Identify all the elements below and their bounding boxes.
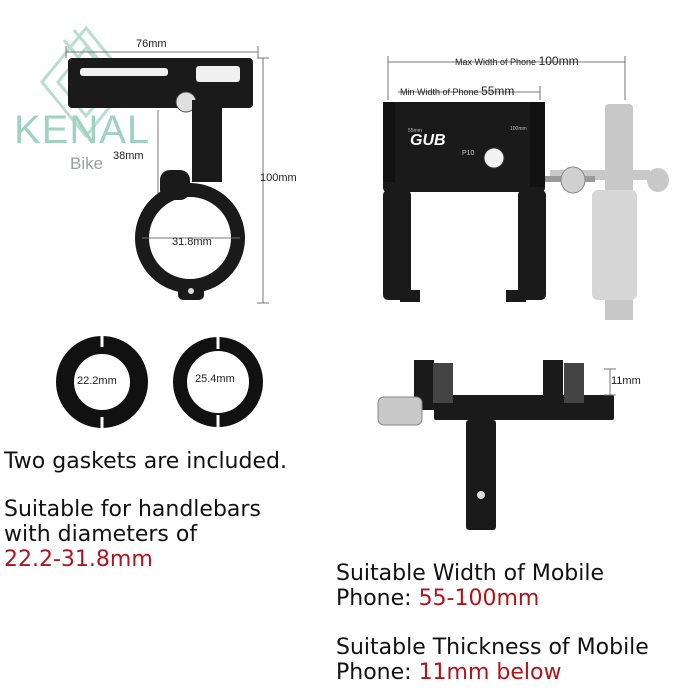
logo-name: KENAL	[14, 108, 151, 152]
dim-height: 100mm	[260, 172, 297, 184]
mark-right: 100mm	[510, 126, 527, 132]
gasket-large-label: 25.4mm	[195, 373, 235, 385]
handlebar-text-2: with diameters of	[4, 522, 198, 547]
dim-stem: 38mm	[113, 150, 144, 162]
dim-clamp: 31.8mm	[172, 236, 212, 248]
width-text-2: Phone: 55-100mm	[336, 586, 539, 612]
logo-sub: Bike	[70, 154, 104, 173]
model-mark: P10	[462, 150, 475, 157]
thick-text-prefix: Phone:	[336, 660, 419, 685]
max-width-text: Max Width of Phone	[455, 57, 537, 67]
brand-mark: GUB	[410, 132, 446, 149]
mark-left: 55mm	[408, 128, 422, 134]
dim-width: 76mm	[136, 38, 167, 50]
thick-range: 11mm below	[418, 660, 562, 685]
phone-holder-diagram: Max Width of Phone 100mm Min Width of Ph…	[370, 40, 690, 320]
handlebar-range: 22.2-31.8mm	[4, 547, 153, 572]
gaskets: 22.2mm 25.4mm	[50, 335, 280, 430]
width-range: 55-100mm	[418, 586, 540, 611]
thick-text-1: Suitable Thickness of Mobile	[336, 635, 649, 660]
gasket-small-label: 22.2mm	[77, 375, 117, 387]
gaskets-included-text: Two gaskets are included.	[4, 449, 287, 474]
thickness-label: 11mm	[611, 375, 641, 387]
min-width-label: Min Width of Phone 55mm	[400, 84, 514, 98]
max-width-value: 100mm	[538, 54, 579, 68]
min-width-text: Min Width of Phone	[400, 87, 479, 97]
width-text-1: Suitable Width of Mobile	[336, 561, 605, 586]
min-width-value: 55mm	[481, 84, 515, 98]
max-width-label: Max Width of Phone 100mm	[455, 54, 579, 68]
thick-text-2: Phone: 11mm below	[336, 660, 561, 686]
handlebar-text-1: Suitable for handlebars	[4, 497, 261, 522]
brand-logo: KENAL Bike	[14, 20, 164, 173]
width-text-prefix: Phone:	[336, 586, 419, 611]
mount-diagram: 76mm 38mm 100mm 31.8mm	[0, 0, 330, 330]
thickness-diagram: 11mm	[370, 355, 690, 535]
